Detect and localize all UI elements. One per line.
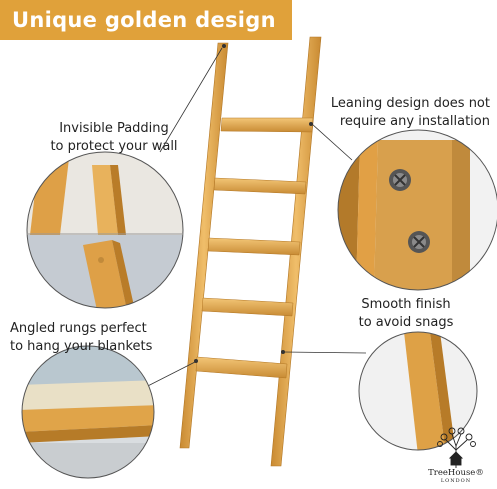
banner-title: Unique golden design <box>0 0 292 40</box>
ladder-rungs <box>195 117 314 379</box>
brand-city: LONDON <box>440 478 472 484</box>
screw-icon <box>389 169 411 191</box>
brand-name: TreeHouse® <box>428 468 484 478</box>
finish-caption: Smooth finish to avoid snags <box>358 297 454 330</box>
rungs-detail-photo <box>21 345 155 479</box>
finish-detail-photo <box>358 331 478 451</box>
leaning-caption: Leaning design does not require any inst… <box>330 96 490 129</box>
ladder-left-rail <box>179 42 229 449</box>
callout-lines <box>131 44 367 395</box>
screw-icon <box>408 231 430 253</box>
padding-detail-photo <box>26 151 184 309</box>
rungs-caption: Angled rungs perfect to hang your blanke… <box>10 321 153 354</box>
leaning-detail-photo <box>337 129 497 291</box>
padding-caption: Invisible Padding to protect your wall <box>50 121 178 154</box>
tree-house-logo-icon <box>437 427 476 468</box>
brand-logo-text: TreeHouse® LONDON <box>420 468 492 485</box>
